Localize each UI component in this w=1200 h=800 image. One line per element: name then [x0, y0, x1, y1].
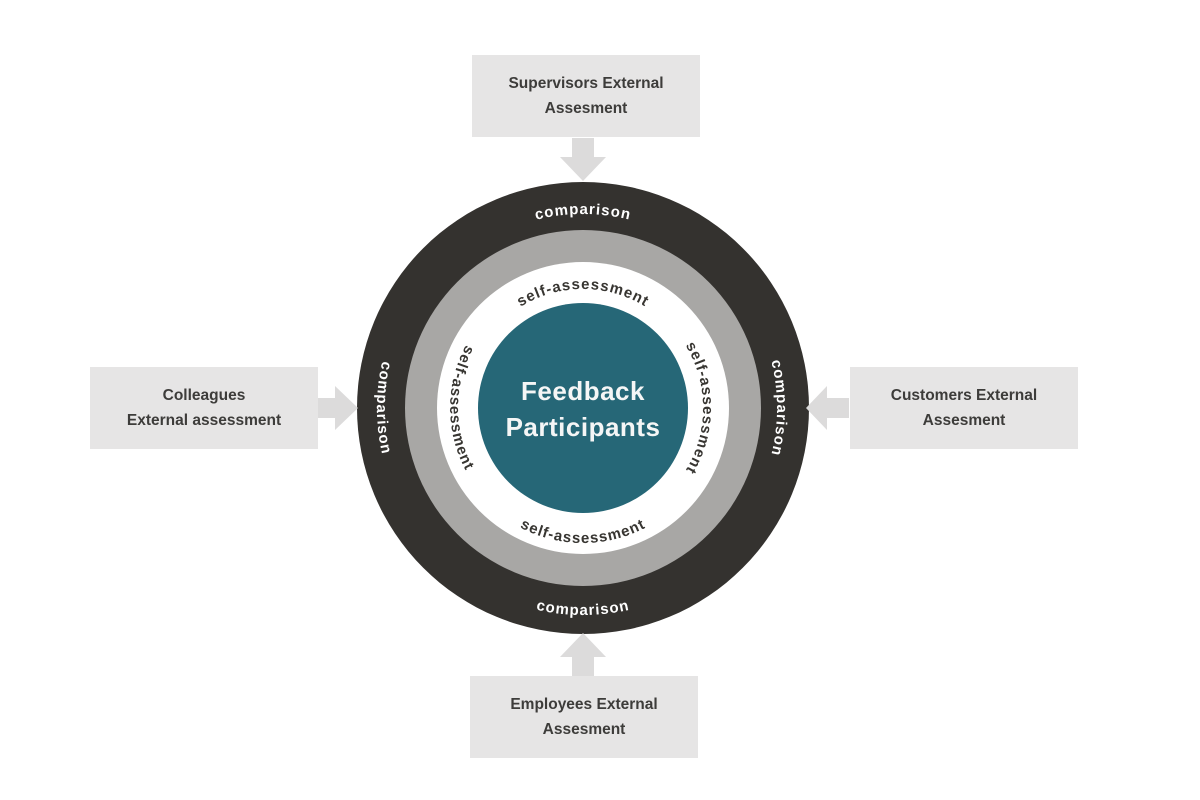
arrow-up-icon [560, 633, 606, 676]
comparison-label-left: comparison [373, 360, 395, 456]
center-title-line1: Feedback [521, 376, 645, 406]
customers-box-line1: Customers External [890, 387, 1038, 404]
arrow-left-icon [806, 386, 849, 430]
colleagues-external-assessment-box: Colleagues External assessment [90, 367, 318, 449]
colleagues-box-line1: Colleagues [162, 387, 246, 404]
comparison-label-bottom: comparison [535, 597, 631, 619]
employees-box-line1: Employees External [510, 696, 658, 713]
arrow-down-icon [560, 138, 606, 181]
arrow-right-icon [311, 386, 358, 430]
employees-external-assessment-box: Employees External Assesment [470, 676, 698, 758]
supervisors-external-assessment-box: Supervisors External Assesment [472, 55, 700, 137]
center-circle [478, 303, 688, 513]
comparison-label-top: comparison [533, 201, 633, 224]
center-title-line2: Participants [506, 412, 661, 442]
customers-box-line2: Assesment [922, 412, 1006, 429]
supervisors-box-line2: Assesment [544, 100, 628, 117]
comparison-label-right: comparison [767, 358, 790, 458]
supervisors-box-line1: Supervisors External [508, 75, 664, 92]
customers-external-assessment-box: Customers External Assesment [850, 367, 1078, 449]
employees-box-line2: Assesment [542, 721, 626, 738]
colleagues-box-line2: External assessment [126, 412, 282, 429]
